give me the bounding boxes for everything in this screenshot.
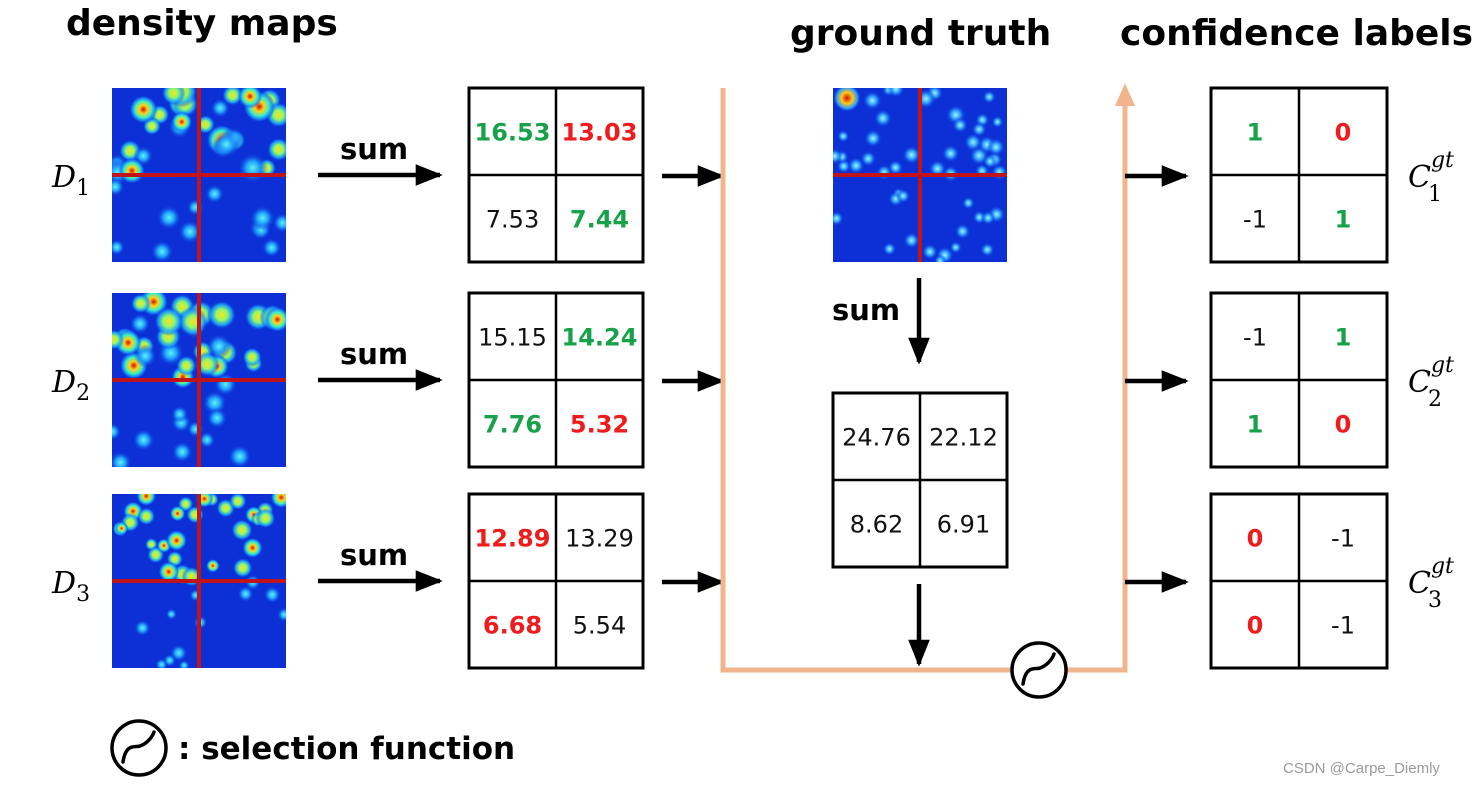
confidence-label-1-cell-2: 0 (1335, 119, 1352, 147)
density-sum-3-cell-1: 12.89 (475, 525, 551, 553)
density-sum-3-cell-4: 5.54 (573, 612, 626, 640)
sum-label: sum (832, 293, 900, 327)
density-sum-2-grid: 15.15 14.24 7.76 5.32 (467, 291, 645, 469)
density-sum-3-cell-3: 6.68 (483, 612, 542, 640)
density-sum-1-cell-1: 16.53 (475, 119, 551, 147)
density-map-row-3: D3 sum 12.89 13.29 6.68 5.54 (51, 492, 725, 670)
confidence-label-3-cell-2: -1 (1331, 525, 1355, 553)
density-map-row-1: D1 sum 16.53 13.03 7.53 7.44 (51, 86, 725, 264)
heading-ground-truth: ground truth (790, 13, 1051, 54)
sum-label: sum (340, 538, 408, 572)
confidence-label-1-cell-4: 1 (1335, 206, 1352, 234)
heatmap-image-density-3 (112, 494, 286, 668)
confidence-label-2-cell-2: 1 (1335, 324, 1352, 352)
watermark: CSDN @Carpe_Diemly (1283, 760, 1440, 777)
ground-truth-sum-cell-1: 24.76 (842, 424, 911, 452)
density-map-label-2: D2 (51, 365, 90, 406)
density-sum-2-cell-2: 14.24 (562, 324, 638, 352)
legend: : selection function (110, 719, 515, 777)
selection-function-node (1010, 641, 1068, 699)
heading-confidence-labels: confidence labels (1120, 13, 1472, 54)
confidence-label-1-cell-1: 1 (1247, 119, 1264, 147)
density-sum-2-cell-3: 7.76 (483, 411, 542, 439)
ground-truth-sum-cell-3: 8.62 (850, 511, 903, 539)
density-sum-1-cell-3: 7.53 (486, 206, 539, 234)
ground-truth-block: sum 24.76 22.12 8.62 6.91 (831, 88, 1009, 667)
sum-label: sum (340, 132, 408, 166)
confidence-label-3-cell-4: -1 (1331, 612, 1355, 640)
density-sum-3-grid: 12.89 13.29 6.68 5.54 (467, 492, 645, 670)
confidence-label-3-grid: 0 -1 0 -1 (1209, 492, 1389, 670)
density-sum-2-cell-4: 5.32 (570, 411, 629, 439)
legend-text: : selection function (178, 731, 515, 767)
density-map-row-2: D2 sum 15.15 14.24 7.76 5.32 (51, 291, 725, 469)
confidence-label-2-cell-3: 1 (1247, 411, 1264, 439)
density-sum-3-cell-2: 13.29 (565, 525, 634, 553)
confidence-label-1-grid: 1 0 -1 1 (1209, 86, 1389, 264)
heatmap-image-ground-truth (833, 88, 1007, 262)
ground-truth-sum-cell-4: 6.91 (937, 511, 990, 539)
confidence-label-2-grid: -1 1 1 0 (1209, 291, 1389, 469)
confidence-label-1-cell-3: -1 (1243, 206, 1267, 234)
confidence-label-2-cell-1: -1 (1243, 324, 1267, 352)
density-sum-1-cell-2: 13.03 (562, 119, 638, 147)
ground-truth-sum-cell-2: 22.12 (929, 424, 998, 452)
confidence-label-3-cell-3: 0 (1247, 612, 1264, 640)
heatmap-image-density-1 (112, 88, 286, 262)
heading-density-maps: density maps (66, 3, 338, 44)
density-sum-1-grid: 16.53 13.03 7.53 7.44 (467, 86, 645, 264)
confidence-label-2-cell-4: 0 (1335, 411, 1352, 439)
heatmap-image-density-2 (112, 293, 286, 467)
selection-function-icon (110, 719, 168, 777)
sum-label: sum (340, 337, 408, 371)
density-sum-1-cell-4: 7.44 (570, 206, 629, 234)
density-map-label-1: D1 (51, 160, 90, 201)
confidence-label-3-cell-1: 0 (1247, 525, 1264, 553)
density-sum-2-cell-1: 15.15 (478, 324, 547, 352)
ground-truth-sum-grid: 24.76 22.12 8.62 6.91 (831, 391, 1009, 569)
density-map-label-3: D3 (51, 566, 90, 607)
